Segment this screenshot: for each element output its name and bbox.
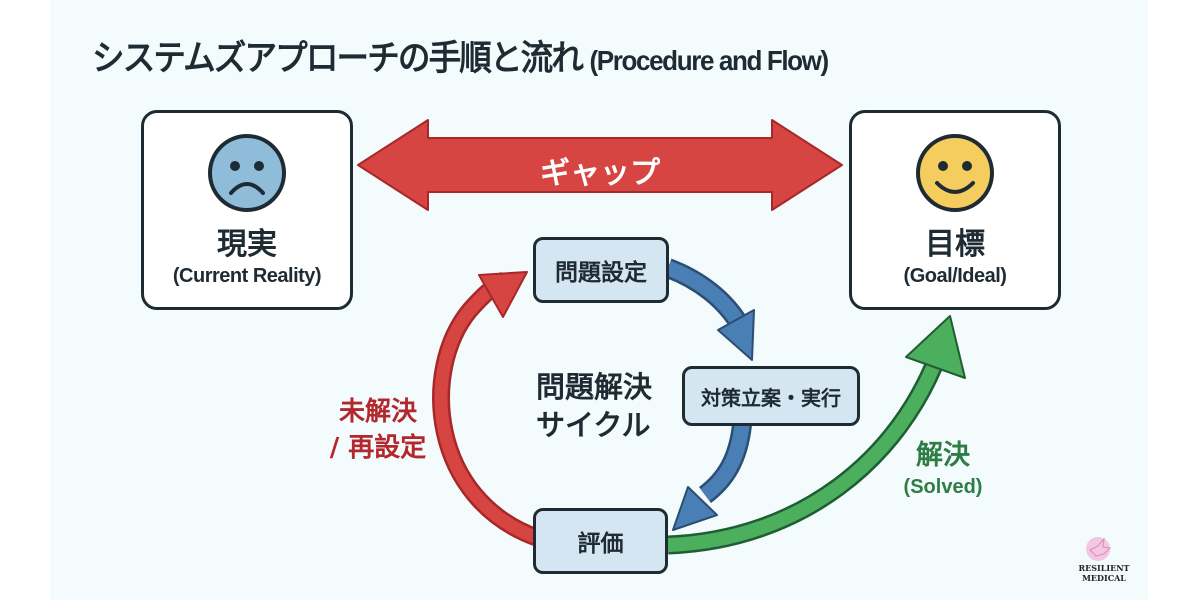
cycle-arrow-1-shaft-fill bbox=[665, 260, 747, 330]
step-countermeasure-execution: 対策立案・実行 bbox=[682, 366, 860, 426]
brand-name: RESILIENT MEDICAL bbox=[1078, 563, 1130, 583]
cycle-arrow-1-head bbox=[717, 309, 755, 361]
page-title: システムズアプローチの手順と流れ(Procedure and Flow) bbox=[92, 30, 830, 81]
title-en: (Procedure and Flow) bbox=[589, 45, 830, 76]
cycle-arrow-2-shaft-fill bbox=[700, 424, 750, 501]
cycle-arrow-2-head bbox=[672, 486, 718, 531]
unsolved-label-line2: / 再設定 bbox=[329, 433, 427, 463]
solved-label-line2: (Solved) bbox=[903, 476, 983, 498]
unsolved-label: 未解決 / 再設定 bbox=[318, 394, 438, 466]
goal-card: 目標 (Goal/Ideal) bbox=[849, 110, 1061, 310]
cycle-title: 問題解決 サイクル bbox=[536, 368, 652, 444]
step-evaluation: 評価 bbox=[533, 508, 668, 574]
brand-logo: RESILIENT MEDICAL bbox=[1058, 534, 1150, 584]
current-reality-card: 現実 (Current Reality) bbox=[141, 110, 353, 310]
gap-label: ギャップ bbox=[540, 156, 660, 191]
goal-label-en: (Goal/Ideal) bbox=[903, 265, 1007, 287]
solved-arrow-head bbox=[905, 315, 966, 379]
cycle-title-line2: サイクル bbox=[536, 408, 651, 442]
current-reality-label-jp: 現実 bbox=[217, 227, 277, 262]
solved-arrow-shaft-fill bbox=[667, 347, 947, 552]
cycle-title-line1: 問題解決 bbox=[536, 370, 653, 404]
unsolved-arrow-shaft bbox=[432, 271, 542, 547]
solved-label: 解決 (Solved) bbox=[888, 438, 998, 500]
solved-label-line1: 解決 bbox=[916, 440, 970, 471]
current-reality-label-en: (Current Reality) bbox=[172, 265, 322, 287]
title-jp: システムズアプローチの手順と流れ bbox=[92, 39, 584, 79]
step-problem-setting: 問題設定 bbox=[533, 237, 669, 303]
unsolved-label-line1: 未解決 bbox=[338, 397, 417, 427]
dove-logo-icon bbox=[1086, 537, 1112, 561]
smiley-face-icon bbox=[916, 134, 994, 212]
unsolved-arrow-head bbox=[478, 271, 528, 318]
gap-double-arrow bbox=[357, 119, 843, 211]
sad-face-icon bbox=[208, 134, 286, 212]
goal-label-jp: 目標 bbox=[925, 227, 985, 262]
